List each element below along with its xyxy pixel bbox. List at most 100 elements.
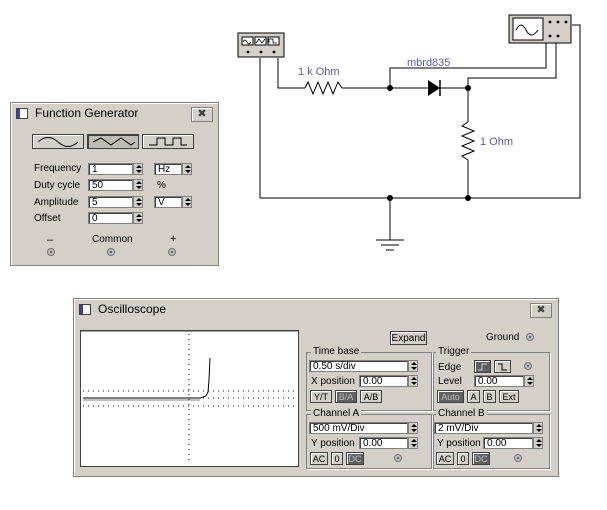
x-position-input[interactable]: 0.00 xyxy=(359,375,408,387)
square-wave-icon xyxy=(149,137,187,146)
trigger-a-button[interactable]: A xyxy=(467,390,480,403)
channel-a-ypos-input[interactable]: 0.00 xyxy=(359,437,408,449)
expand-button[interactable]: Expand xyxy=(390,331,427,345)
oscilloscope-instrument[interactable] xyxy=(508,14,572,44)
junction-dot xyxy=(387,85,393,91)
rising-edge-button[interactable] xyxy=(474,360,491,373)
window-title: Oscilloscope xyxy=(98,302,167,316)
sine-wave-icon xyxy=(37,137,79,147)
channel-a-zero-button[interactable]: 0 xyxy=(331,452,343,465)
ground-label: Ground xyxy=(486,332,520,343)
minus-terminal[interactable] xyxy=(47,248,55,256)
wire-gen-to-r1 xyxy=(277,58,305,89)
channel-a-title: Channel A xyxy=(311,408,362,419)
wire-scope-a xyxy=(389,43,547,88)
resistor-1-label: 1 k Ohm xyxy=(298,66,340,78)
circuit-schematic xyxy=(237,14,581,251)
frequency-spinner[interactable] xyxy=(133,163,143,175)
time-base-title: Time base xyxy=(311,346,362,357)
sine-wave-button[interactable] xyxy=(32,134,84,149)
amplitude-spinner[interactable] xyxy=(133,196,143,208)
window-icon xyxy=(79,304,91,315)
common-terminal[interactable] xyxy=(107,248,115,256)
diode[interactable] xyxy=(428,80,441,96)
trigger-ext-button[interactable]: Ext xyxy=(499,390,519,403)
channel-a-scale-spinner[interactable] xyxy=(408,422,418,434)
trigger-level-spinner[interactable] xyxy=(524,375,534,387)
plus-terminal[interactable] xyxy=(168,248,176,256)
trigger-level-input[interactable]: 0.00 xyxy=(474,375,524,387)
falling-edge-button[interactable] xyxy=(494,360,511,373)
channel-b-ypos-input[interactable]: 0.00 xyxy=(483,437,533,449)
channel-a-ac-button[interactable]: AC xyxy=(310,452,328,465)
x-position-label: X position xyxy=(311,376,355,387)
diode-label: mbrd835 xyxy=(407,57,451,69)
yt-mode-button[interactable]: Y/T xyxy=(310,390,332,403)
junction-dot xyxy=(465,195,471,201)
duty-cycle-spinner[interactable] xyxy=(133,179,143,191)
frequency-input[interactable]: 1 xyxy=(88,163,133,175)
channel-a-ypos-spinner[interactable] xyxy=(408,437,418,449)
amplitude-unit-select[interactable]: V xyxy=(154,196,182,208)
wire-bottom-rail xyxy=(260,24,581,199)
window-title: Function Generator xyxy=(35,106,139,120)
offset-label: Offset xyxy=(34,213,61,224)
trace-a xyxy=(83,357,211,399)
oscilloscope-screen xyxy=(80,330,299,467)
square-wave-button[interactable] xyxy=(142,134,194,149)
triangle-wave-button[interactable] xyxy=(87,134,139,149)
edge-label: Edge xyxy=(438,362,462,373)
common-terminal-label: Common xyxy=(92,234,133,245)
function-generator-instrument[interactable] xyxy=(237,32,285,58)
channel-b-ac-button[interactable]: AC xyxy=(436,452,454,465)
channel-b-zero-button[interactable]: 0 xyxy=(457,452,469,465)
trigger-group xyxy=(433,352,550,411)
frequency-unit-select[interactable]: Hz xyxy=(154,163,182,175)
trigger-b-button[interactable]: B xyxy=(483,390,496,403)
falling-edge-icon xyxy=(498,363,507,371)
ground-symbol xyxy=(376,239,404,251)
resistor-2-label: 1 Ohm xyxy=(480,136,514,148)
channel-a-scale-input[interactable]: 500 mV/Div xyxy=(309,422,408,434)
channel-a-terminal[interactable] xyxy=(394,454,402,462)
x-position-spinner[interactable] xyxy=(408,375,418,387)
oscilloscope-titlebar[interactable]: Oscilloscope ✖ xyxy=(76,301,556,318)
channel-a-group xyxy=(306,414,432,469)
time-base-input[interactable]: 0.50 s/div xyxy=(309,360,408,372)
plus-terminal-label: + xyxy=(170,233,177,245)
amplitude-unit-spinner[interactable] xyxy=(182,196,192,208)
minus-terminal-label: – xyxy=(47,234,54,246)
offset-input[interactable]: 0 xyxy=(88,212,133,224)
offset-spinner[interactable] xyxy=(133,212,143,224)
ab-mode-button[interactable]: A/B xyxy=(360,390,382,403)
wire-scope-b xyxy=(467,43,557,88)
trigger-title: Trigger xyxy=(436,346,472,357)
channel-b-ypos-label: Y position xyxy=(437,438,481,449)
channel-b-scale-spinner[interactable] xyxy=(533,422,543,434)
trigger-auto-button[interactable]: Auto xyxy=(437,390,464,403)
junction-dot xyxy=(465,85,471,91)
resistor-2[interactable] xyxy=(460,121,476,161)
duty-cycle-input[interactable]: 50 xyxy=(88,179,133,191)
channel-b-dc-button[interactable]: DC xyxy=(472,452,490,465)
time-base-spinner[interactable] xyxy=(408,360,418,372)
time-base-group xyxy=(306,352,432,411)
function-generator-titlebar[interactable]: Function Generator ✖ xyxy=(13,105,216,122)
frequency-label: Frequency xyxy=(34,163,82,174)
channel-a-dc-button[interactable]: DC xyxy=(346,452,364,465)
frequency-unit-spinner[interactable] xyxy=(182,163,192,175)
ba-mode-button[interactable]: B/A xyxy=(335,390,357,403)
channel-b-scale-input[interactable]: 2 mV/Div xyxy=(434,422,533,434)
channel-b-title: Channel B xyxy=(436,408,487,419)
trigger-ext-terminal[interactable] xyxy=(524,362,532,370)
ground-terminal[interactable] xyxy=(526,333,534,341)
resistor-1[interactable] xyxy=(304,80,343,96)
channel-b-terminal[interactable] xyxy=(514,454,522,462)
close-button[interactable]: ✖ xyxy=(530,303,552,318)
close-button[interactable]: ✖ xyxy=(191,107,213,122)
amplitude-input[interactable]: 5 xyxy=(88,196,133,208)
duty-cycle-unit: % xyxy=(157,180,166,191)
window-icon xyxy=(16,108,28,119)
channel-b-ypos-spinner[interactable] xyxy=(533,437,543,449)
duty-cycle-label: Duty cycle xyxy=(34,180,81,191)
